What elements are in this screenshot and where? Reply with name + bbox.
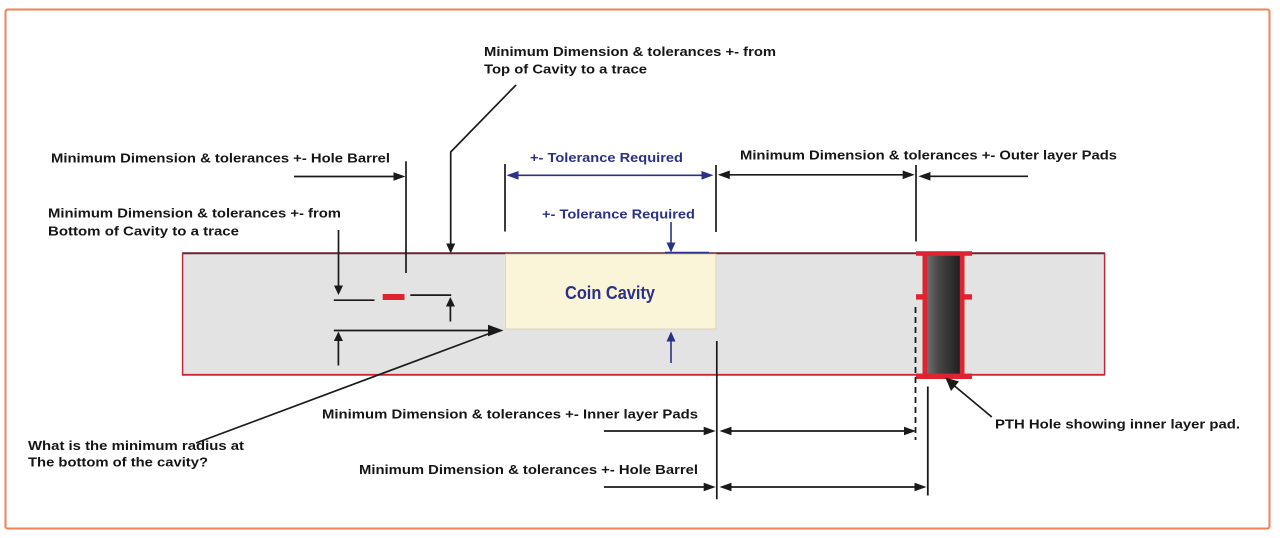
svg-text:The bottom of the cavity?: The bottom of the cavity?	[28, 454, 208, 469]
svg-text:+- Tolerance Required: +- Tolerance Required	[530, 150, 683, 165]
svg-text:Minimum Dimension & tolerances: Minimum Dimension & tolerances +- from	[48, 206, 341, 221]
svg-text:Coin Cavity: Coin Cavity	[565, 283, 655, 303]
svg-text:Minimum Dimension & tolerances: Minimum Dimension & tolerances +- Outer …	[740, 148, 1117, 163]
svg-text:Minimum Dimension & tolerances: Minimum Dimension & tolerances +- from	[484, 44, 776, 59]
svg-text:PTH Hole showing inner layer p: PTH Hole showing inner layer pad.	[995, 416, 1240, 431]
svg-text:What is the minimum radius at: What is the minimum radius at	[28, 438, 245, 453]
svg-text:Minimum Dimension & tolerances: Minimum Dimension & tolerances +- Hole B…	[51, 151, 390, 166]
svg-text:Bottom of Cavity to a trace: Bottom of Cavity to a trace	[48, 223, 239, 238]
svg-text:Minimum Dimension & tolerances: Minimum Dimension & tolerances +- Inner …	[322, 406, 698, 421]
svg-text:+- Tolerance Required: +- Tolerance Required	[542, 206, 695, 221]
svg-text:Top of Cavity to a trace: Top of Cavity to a trace	[484, 61, 647, 76]
svg-text:Minimum Dimension & tolerances: Minimum Dimension & tolerances +- Hole B…	[359, 462, 698, 477]
